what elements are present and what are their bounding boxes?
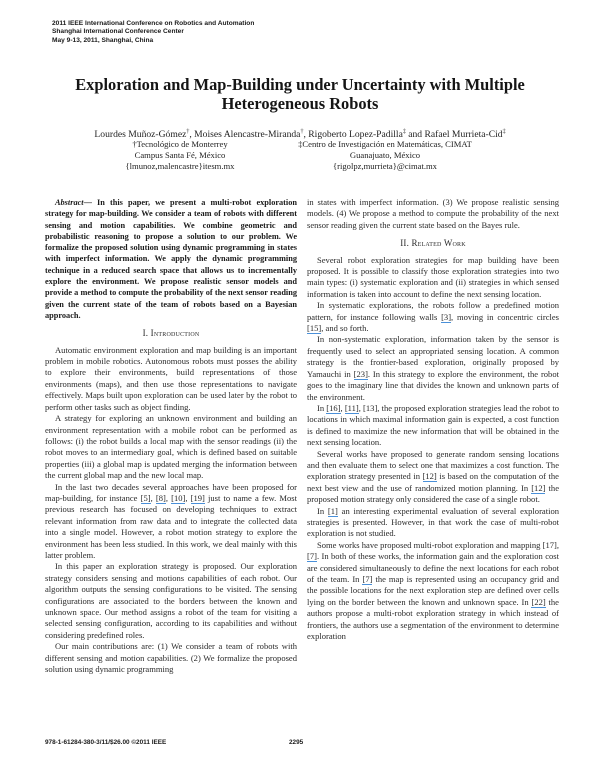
paragraph: In [16], [11], [13], the proposed explor… xyxy=(307,402,559,449)
text: just to name a few. Most previous resear… xyxy=(45,492,297,560)
citation-link[interactable]: [22] xyxy=(531,596,546,608)
affiliation-email: {rigolpz,murrieta}@cimat.mx xyxy=(333,161,437,171)
right-column: in states with imperfect information. (3… xyxy=(307,197,559,642)
section-heading-related-work: II. Related Work xyxy=(400,238,466,249)
citation-link[interactable]: [12] xyxy=(422,471,437,483)
citation-link[interactable]: [8] xyxy=(155,492,166,504)
text: the map is represented using an occupanc… xyxy=(307,574,559,607)
text: . In this strategy to explore the enviro… xyxy=(307,368,559,402)
title-line-1: Exploration and Map-Building under Uncer… xyxy=(75,75,525,94)
citation-link[interactable]: [16] xyxy=(326,402,341,414)
footer-isbn: 978-1-61284-380-3/11/$26.00 ©2011 IEEE xyxy=(45,739,167,746)
paragraph: In systematic explorations, the robots f… xyxy=(307,300,560,335)
abstract: Abstract— In this paper, we present a mu… xyxy=(45,197,297,321)
affiliation-institution: †Tecnológico de Monterrey xyxy=(132,139,228,149)
separator: , xyxy=(189,129,195,141)
author-name: Rigoberto Lopez-Padilla xyxy=(308,129,403,141)
citation-link[interactable]: [23] xyxy=(353,368,368,380)
affiliation-mark: † xyxy=(186,129,190,135)
paragraph: In [1] an interesting experimental evalu… xyxy=(307,505,560,540)
affiliation-mark: † xyxy=(300,129,304,135)
paragraph: Some works have proposed multi-robot exp… xyxy=(307,540,559,643)
text: In systematic explorations, the robots f… xyxy=(307,300,559,322)
paragraph: In the last two decades several approach… xyxy=(45,481,297,560)
paragraph: Several works have proposed to generate … xyxy=(307,449,559,506)
text: In the last two decades several approach… xyxy=(45,481,297,503)
citation-link[interactable]: [3] xyxy=(441,311,452,323)
affiliation-right: ‡Centro de Investigación en Matemáticas,… xyxy=(290,139,480,172)
paragraph: In this paper an exploration strategy is… xyxy=(45,561,297,640)
conference-header: 2011 IEEE International Conference on Ro… xyxy=(52,20,254,45)
author-name: Moises Alencastre-Miranda xyxy=(194,129,301,141)
author-name: Rafael Murrieta-Cid xyxy=(424,129,503,141)
section-heading-introduction: I. Introduction xyxy=(142,328,200,339)
citation-link[interactable]: [1] xyxy=(327,505,338,517)
text: In xyxy=(317,402,327,413)
paragraph: in states with imperfect information. (3… xyxy=(307,197,559,230)
author-list: Lourdes Muñoz-Gómez†, Moises Alencastre-… xyxy=(30,126,570,141)
separator: and xyxy=(405,129,425,141)
conference-venue: Shanghai International Conference Center xyxy=(52,28,184,36)
abstract-label: Abstract xyxy=(55,198,84,207)
paragraph: Several robot exploration strategies for… xyxy=(307,254,559,299)
affiliation-location: Campus Santa Fé, México xyxy=(134,150,226,160)
page-number: 2295 xyxy=(289,739,304,746)
text: . In both of these works, the informatio… xyxy=(307,551,559,584)
citation-link[interactable]: [10] xyxy=(171,492,186,504)
author-name: Lourdes Muñoz-Gómez xyxy=(94,129,187,141)
affiliation-institution: ‡Centro de Investigación en Matemáticas,… xyxy=(298,139,472,149)
citation-link[interactable]: [5] xyxy=(140,492,151,504)
conference-dates: May 9-13, 2011, Shanghai, China xyxy=(52,36,154,44)
text: is based on the computation of the next … xyxy=(307,471,559,493)
citation-link[interactable]: [11] xyxy=(344,402,359,414)
conference-name: 2011 IEEE International Conference on Ro… xyxy=(52,20,255,27)
text: , and so forth. xyxy=(321,323,369,334)
title-line-2: Heterogeneous Robots xyxy=(221,94,379,113)
citation-link[interactable]: [15] xyxy=(307,323,322,335)
text: In non-systematic exploration, informati… xyxy=(307,334,559,379)
text: , moving in concentric circles xyxy=(451,311,560,322)
paragraph: Our main contributions are: (1) We consi… xyxy=(45,641,297,675)
affiliation-mark: ‡ xyxy=(502,129,506,135)
text: In xyxy=(317,505,328,516)
text: Several works have proposed to generate … xyxy=(307,448,559,482)
citation-link[interactable]: [12] xyxy=(531,482,546,494)
left-column: Abstract— In this paper, we present a mu… xyxy=(45,197,297,675)
abstract-dash: — xyxy=(83,198,98,207)
citation-link[interactable]: [19] xyxy=(190,492,205,504)
text: Some works have proposed multi-robot exp… xyxy=(317,539,559,550)
citation-link[interactable]: [7] xyxy=(307,551,317,563)
text: the authors propose a multi-robot explor… xyxy=(307,596,559,642)
paragraph: In non-systematic exploration, informati… xyxy=(307,334,559,402)
text: the proposed motion strategy only consid… xyxy=(307,482,559,505)
affiliation-mark: ‡ xyxy=(402,129,406,135)
text: , [13], the proposed exploration strateg… xyxy=(307,402,559,448)
paragraph: Automatic environment exploration and ma… xyxy=(45,344,297,412)
paper-title: Exploration and Map-Building under Uncer… xyxy=(40,75,560,113)
text: an interesting experimental evaluation o… xyxy=(307,505,560,539)
abstract-text: In this paper, we present a multi-robot … xyxy=(45,198,298,320)
affiliation-left: †Tecnológico de Monterrey Campus Santa F… xyxy=(110,139,250,172)
text: , xyxy=(340,402,345,413)
affiliation-location: Guanajuato, México xyxy=(349,150,421,160)
affiliation-email: {lmunoz,malencastre}itesm.mx xyxy=(125,161,235,171)
separator: , xyxy=(303,129,309,141)
paragraph: A strategy for exploring an unknown envi… xyxy=(45,413,297,481)
citation-link[interactable]: [7] xyxy=(362,574,373,585)
